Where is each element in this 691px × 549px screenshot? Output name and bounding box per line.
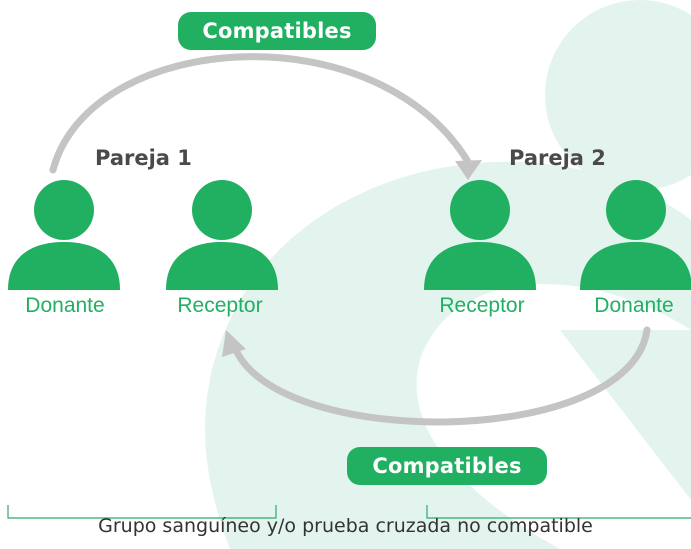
pair-1-donor-label: Donante: [25, 294, 105, 317]
top-arrow-head-icon: [455, 160, 482, 180]
compatibles-badge-top: Compatibles: [178, 12, 376, 50]
pair-2-recipient-label: Receptor: [439, 294, 525, 317]
pair-1-recipient-label: Receptor: [177, 294, 263, 317]
pair-1-recipient-person-icon: [166, 180, 278, 290]
pair-2-donor-person-icon: [580, 180, 691, 290]
watermark-logo: [205, 0, 691, 549]
compatibles-badge-bottom: Compatibles: [347, 447, 547, 485]
bottom-arrow: [230, 326, 651, 426]
bottom-arrow-head-icon: [222, 330, 246, 357]
pair-2-donor-label: Donante: [594, 294, 674, 317]
pair-2-recipient-person-icon: [424, 180, 536, 290]
compatibles-badge-bottom-label: Compatibles: [372, 454, 522, 478]
compatibles-badge-top-label: Compatibles: [202, 19, 352, 43]
left-bracket: [7, 505, 277, 519]
pair-1-donor-person-icon: [8, 180, 120, 290]
incompatibility-footnote: Grupo sanguíneo y/o prueba cruzada no co…: [98, 515, 593, 537]
top-arrow: [49, 53, 474, 174]
pair-2-title: Pareja 2: [509, 146, 606, 170]
right-bracket: [426, 505, 691, 519]
pair-1-title: Pareja 1: [95, 146, 192, 170]
